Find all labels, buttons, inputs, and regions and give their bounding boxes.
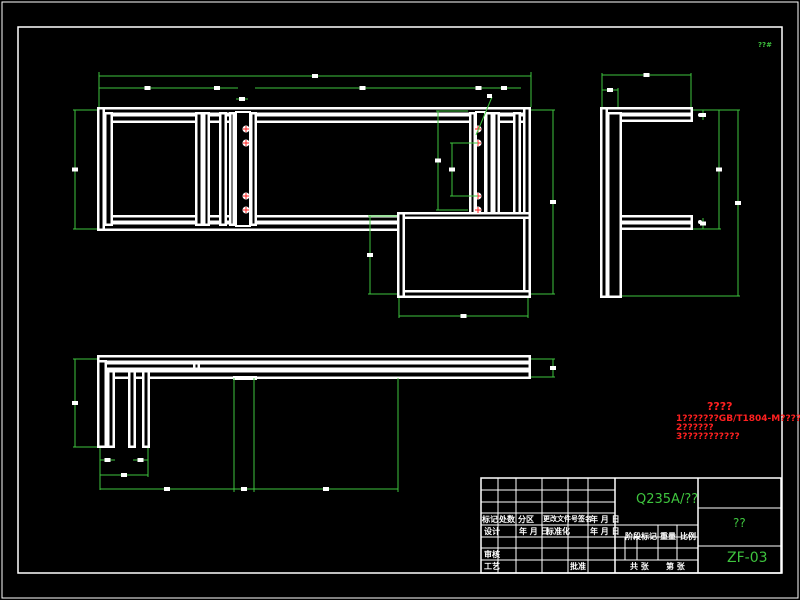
notes-title: ????	[707, 400, 733, 413]
tube-inner	[130, 372, 134, 446]
label-zone: 分区	[518, 515, 534, 524]
tube-inner	[99, 109, 529, 113]
tube-inner	[252, 114, 255, 224]
note-line-1: 1???????GB/T1804-M????	[676, 414, 800, 424]
label-ymd-3: 年 月 日	[590, 527, 620, 536]
tube-inner	[109, 372, 113, 446]
tube-inner	[487, 114, 491, 214]
dimension-text	[716, 167, 722, 172]
part-name-text: ??	[733, 516, 746, 530]
tube-inner	[525, 109, 529, 295]
corner-label: ??#	[758, 41, 772, 49]
dimension-text	[121, 473, 127, 477]
tube-inner	[205, 114, 208, 224]
label-stage-mark: 阶段标记	[625, 532, 657, 541]
label-review: 审核	[484, 550, 500, 559]
label-sign: 签名	[578, 515, 592, 523]
leader-text	[487, 94, 492, 98]
label-weight: 重量	[660, 532, 676, 541]
dimension-text	[607, 88, 613, 92]
label-sheet-no: 第 张	[666, 562, 685, 571]
label-change-doc: 更改文件号	[543, 515, 578, 523]
dimension-text	[312, 74, 318, 78]
dimension-text	[164, 487, 170, 491]
tube-inner	[399, 292, 529, 296]
leader-line	[475, 96, 493, 136]
dimension-text	[359, 86, 366, 90]
dimension-text	[550, 200, 556, 204]
drawing-number-text: ZF-03	[727, 550, 768, 566]
dimension-text	[72, 167, 78, 172]
label-design: 设计	[484, 527, 500, 536]
tube-inner	[471, 114, 474, 214]
note-line-2: 2??????	[676, 423, 714, 433]
label-ymd-1: 年 月 日	[590, 515, 620, 524]
dimension-text	[475, 86, 482, 90]
tube-inner	[197, 114, 201, 224]
label-standard: 标准化	[546, 527, 570, 536]
dimension-text	[449, 167, 455, 172]
tube-inner	[144, 372, 148, 446]
dimension-text	[435, 158, 441, 163]
tube-inner	[399, 214, 403, 296]
tube-inner	[106, 114, 111, 224]
tube-inner	[99, 372, 529, 377]
label-mark: 标记	[482, 515, 498, 524]
tube-inner	[99, 364, 529, 368]
dimension-text	[239, 97, 245, 101]
tube-inner	[602, 116, 691, 120]
tube-inner	[99, 109, 103, 229]
dimension-text	[643, 73, 650, 77]
label-approve: 批准	[570, 562, 586, 571]
label-process: 工艺	[484, 562, 500, 571]
dimension-text	[700, 221, 706, 226]
tube-inner	[602, 109, 691, 113]
label-count: 处数	[499, 515, 515, 524]
tube-inner	[602, 217, 691, 221]
dimension-text	[501, 86, 507, 90]
tube-inner	[515, 114, 519, 214]
dimension-text	[241, 487, 247, 491]
tube-inner	[99, 357, 529, 361]
tube-inner	[99, 362, 105, 446]
label-sheets: 共 张	[630, 562, 649, 571]
dimension-text	[460, 314, 467, 318]
tube-inner	[221, 114, 225, 224]
tube-inner	[609, 114, 620, 296]
label-ymd-2: 年 月 日	[519, 527, 549, 536]
tube-inner	[195, 364, 198, 368]
dimension-text	[700, 113, 706, 117]
dimension-text	[137, 458, 144, 462]
dimension-text	[323, 487, 329, 491]
tube-inner	[495, 114, 498, 214]
dimension-text	[367, 253, 373, 257]
tube-inner	[602, 109, 606, 296]
drawing-border	[17, 26, 783, 574]
note-line-3: 3???????????	[676, 432, 740, 442]
dimension-text	[72, 401, 78, 405]
label-scale: 比例	[680, 532, 696, 541]
dimension-text	[144, 86, 151, 90]
material-text: Q235A/??	[636, 492, 699, 507]
dimension-text	[104, 458, 111, 462]
dimension-text	[735, 201, 741, 205]
tube-inner	[99, 116, 529, 121]
tube-inner	[602, 224, 691, 228]
dimension-text	[550, 366, 556, 370]
dimension-text	[214, 86, 220, 90]
tube-inner	[399, 214, 529, 217]
tube-inner	[231, 114, 233, 224]
front-block	[233, 376, 257, 380]
